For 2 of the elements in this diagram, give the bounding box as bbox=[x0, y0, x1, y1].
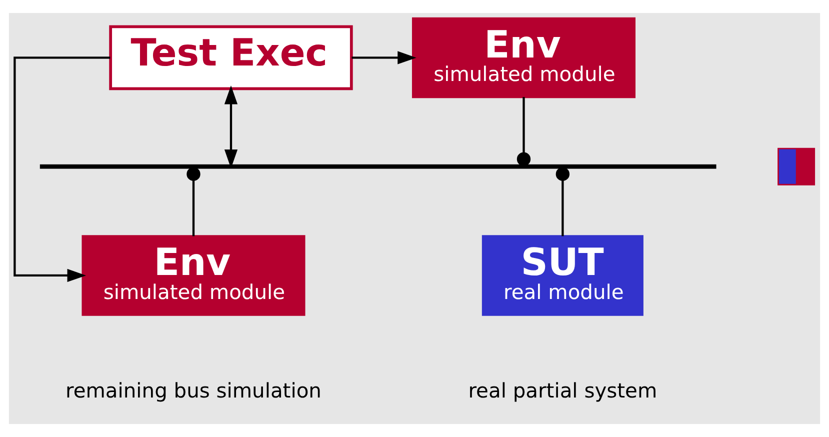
label: real partial system bbox=[468, 378, 658, 403]
label: remaining bus simulation bbox=[66, 378, 322, 403]
